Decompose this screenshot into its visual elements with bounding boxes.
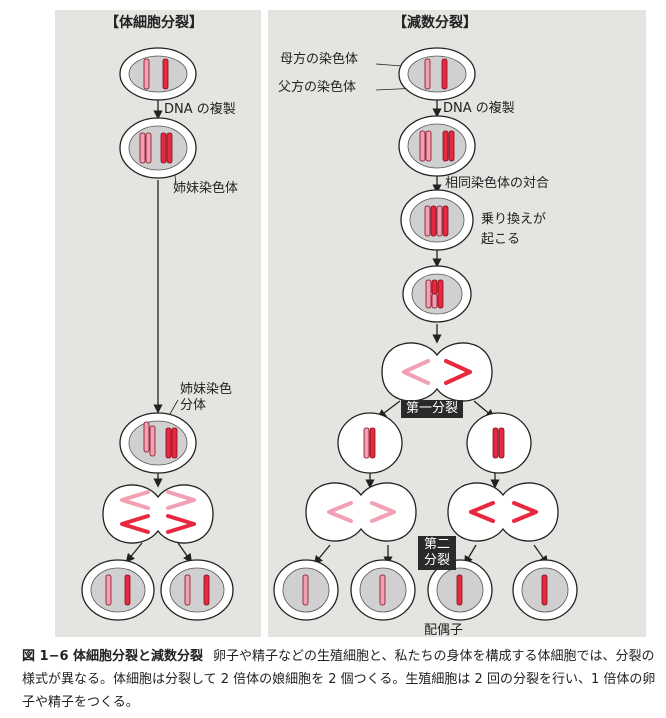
arrow-split-right bbox=[473, 400, 495, 419]
chromatid-paternal-sep-b bbox=[171, 427, 178, 459]
caption-title: 図 1−6 体細胞分裂と減数分裂 bbox=[22, 649, 204, 664]
vee-second-right-b bbox=[512, 501, 538, 523]
chromatid-maternal-sep-a bbox=[143, 421, 150, 453]
chromosome-paternal bbox=[162, 58, 169, 90]
label-dna-replication-left: DNA の複製 bbox=[164, 102, 236, 117]
chromosome-paternal-m bbox=[441, 58, 448, 90]
paired-maternal-b bbox=[436, 205, 443, 237]
daughter2-paternal bbox=[203, 574, 210, 606]
mchromatid-maternal-a bbox=[419, 130, 426, 162]
gamete-3-chromosome bbox=[456, 574, 463, 606]
label-sister-chromosomes: 姉妹染色体 bbox=[173, 181, 239, 196]
paired-paternal-a bbox=[430, 205, 437, 237]
label-dna-replication-right: DNA の複製 bbox=[443, 101, 515, 116]
chromatid-maternal-sep-b bbox=[149, 425, 156, 457]
crossover-segment-paternal bbox=[431, 279, 438, 295]
arrow-daughter-1 bbox=[125, 542, 143, 563]
label-gametes: 配偶子 bbox=[424, 623, 464, 638]
cell-mitosis-replicated-nucleus bbox=[128, 125, 188, 171]
mchromatid-paternal-b bbox=[448, 130, 455, 162]
mchromatid-paternal-a bbox=[442, 130, 449, 162]
meiosis-title: 【減数分裂】 bbox=[393, 15, 477, 31]
chromatid-paternal-b bbox=[166, 132, 173, 164]
vee-second-right-a bbox=[469, 501, 495, 523]
gamete-4-chromosome bbox=[541, 574, 548, 606]
vee-second-left-b bbox=[370, 501, 396, 523]
cell-meiosis-replicated-nucleus bbox=[407, 123, 467, 169]
vee-first-left bbox=[402, 359, 430, 385]
first-left-chromatid-b bbox=[369, 427, 376, 459]
arrow-gamete-3 bbox=[464, 544, 477, 566]
chromosome-maternal bbox=[143, 58, 150, 90]
arrow-daughter-2 bbox=[177, 542, 193, 563]
vee-second-left-a bbox=[327, 501, 353, 523]
badge-second-division: 第二分裂 bbox=[418, 536, 456, 570]
daughter2-maternal bbox=[184, 574, 191, 606]
vee-paternal-right-bottom bbox=[166, 514, 196, 534]
gamete-1-chromosome bbox=[302, 574, 309, 606]
cell-second-division-left bbox=[305, 482, 417, 542]
cell-meiosis-start-nucleus bbox=[407, 55, 467, 93]
label-paternal-chromosome: 父方の染色体 bbox=[278, 80, 357, 95]
chromatid-maternal-b bbox=[145, 132, 152, 164]
daughter1-maternal bbox=[105, 574, 112, 606]
daughter1-paternal bbox=[124, 574, 131, 606]
first-right-chromatid-b bbox=[498, 427, 505, 459]
arrow-gamete-1 bbox=[313, 544, 331, 565]
paired-maternal-a bbox=[424, 205, 431, 237]
mchromatid-maternal-b bbox=[425, 130, 432, 162]
label-homolog-pairing: 相同染色体の対合 bbox=[445, 176, 550, 191]
vee-first-right bbox=[444, 359, 472, 385]
cell-mitosis-separating-nucleus bbox=[128, 420, 188, 466]
daughter-cell-2-nucleus bbox=[169, 567, 225, 613]
arrow-gamete-4 bbox=[533, 544, 549, 565]
chromatid-paternal-sep-a bbox=[165, 427, 172, 459]
vee-paternal-left-bottom bbox=[120, 514, 150, 534]
vee-maternal-left-top bbox=[120, 490, 150, 510]
paired-paternal-b bbox=[442, 205, 449, 237]
first-left-chromatid-a bbox=[363, 427, 370, 459]
chromosome-maternal-m bbox=[424, 58, 431, 90]
label-crossing-over: 乗り換えが起こる bbox=[481, 212, 547, 247]
crossover-maternal-a bbox=[425, 279, 432, 309]
first-right-chromatid-a bbox=[492, 427, 499, 459]
cell-meiosis-first-division bbox=[381, 342, 493, 402]
label-maternal-chromosome: 母方の染色体 bbox=[280, 52, 359, 67]
arrow-split-left bbox=[377, 400, 401, 419]
chromatid-maternal-a bbox=[139, 132, 146, 164]
figure-caption: 図 1−6 体細胞分裂と減数分裂卵子や精子などの生殖細胞と、私たちの身体を構成す… bbox=[22, 645, 656, 714]
mitosis-title: 【体細胞分裂】 bbox=[105, 15, 203, 31]
daughter-cell-1-nucleus bbox=[90, 567, 146, 613]
cell-mitosis-start-nucleus bbox=[128, 55, 188, 93]
gamete-2-chromosome bbox=[379, 574, 386, 606]
cell-meiosis-crossover-nucleus bbox=[411, 273, 463, 315]
crossover-segment-maternal bbox=[431, 293, 438, 309]
badge-first-division: 第一分裂 bbox=[401, 400, 464, 418]
caption-text: 卵子や精子などの生殖細胞と、私たちの身体を構成する体細胞では、分裂の様式が異なる… bbox=[22, 649, 656, 710]
cell-mitosis-anaphase bbox=[102, 484, 214, 544]
cell-second-division-right bbox=[447, 482, 559, 542]
label-sister-chromatids: 姉妹染色分体 bbox=[180, 382, 233, 413]
vee-maternal-right-top bbox=[166, 490, 196, 510]
crossover-paternal-b bbox=[437, 279, 444, 309]
chromatid-paternal-a bbox=[160, 132, 167, 164]
